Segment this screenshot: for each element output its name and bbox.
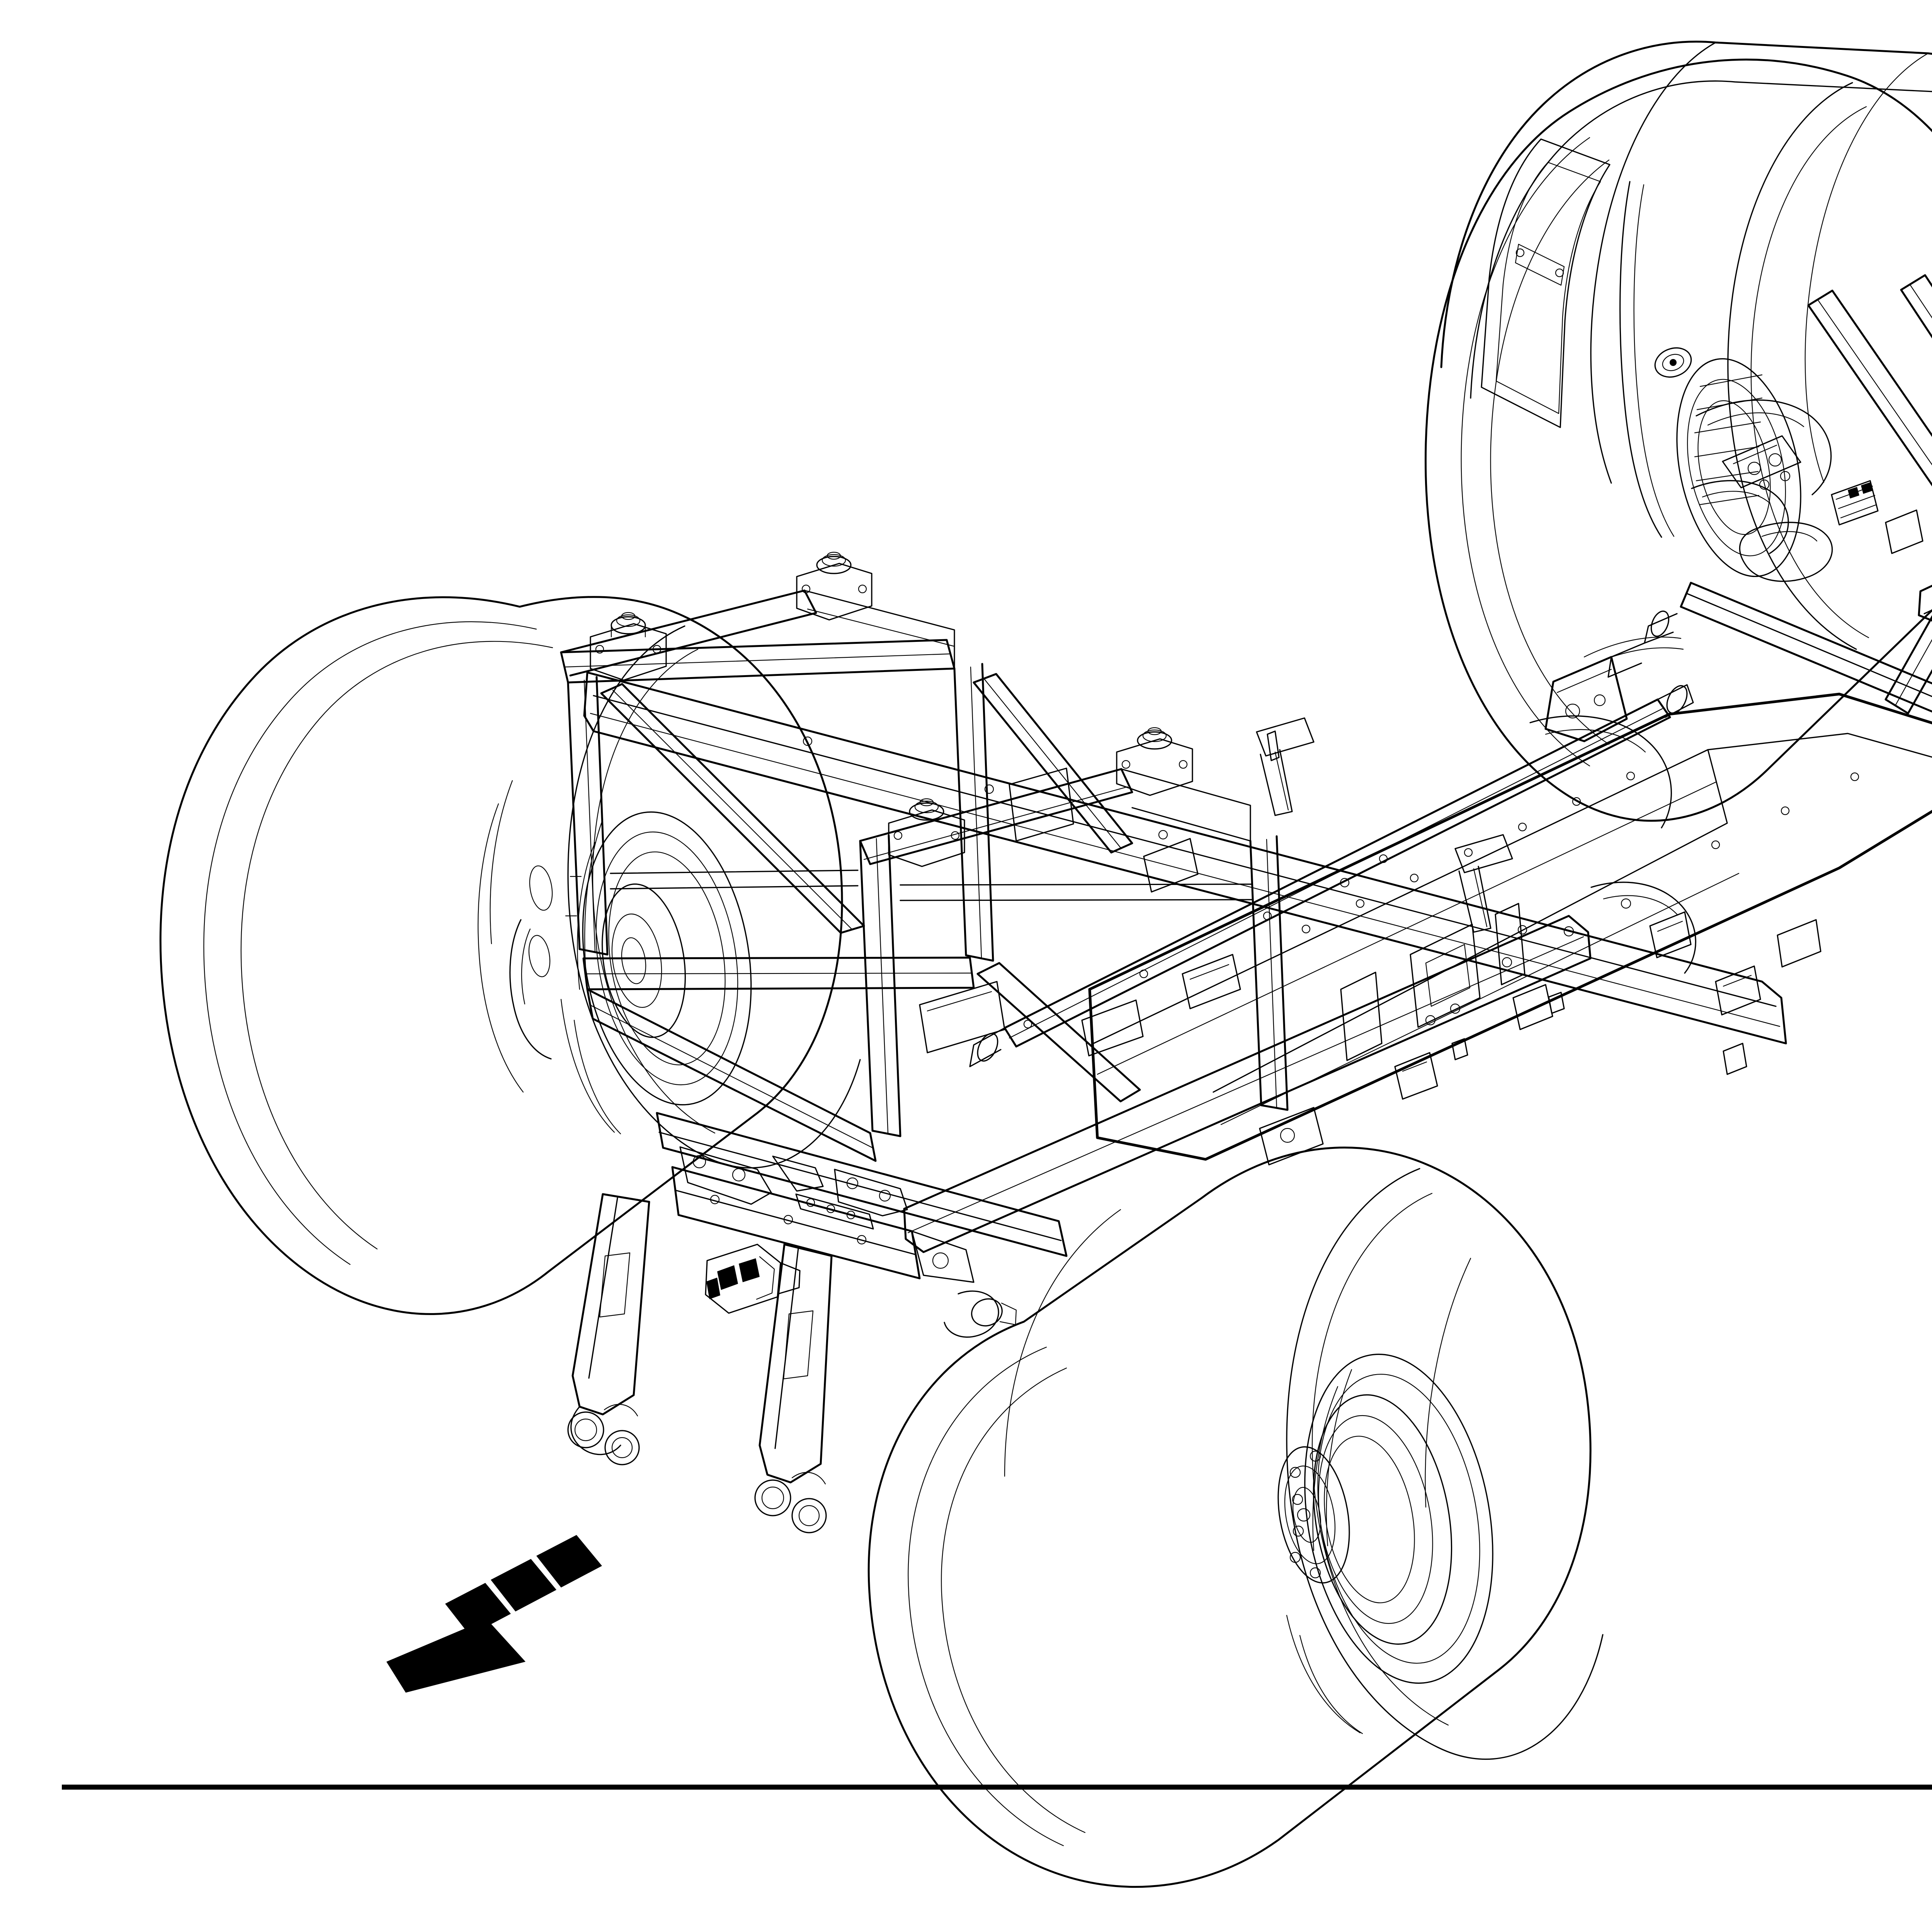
wheel-rear-left	[159, 596, 861, 1315]
rear-sub-frame	[560, 589, 1289, 1162]
frame-pedestal-right	[1454, 834, 1513, 933]
main-frame-rail-right	[1088, 693, 1932, 1161]
drive-shaft	[969, 684, 1694, 1067]
footer-rule	[62, 1785, 1932, 1790]
travel-direction-arrow	[386, 1535, 602, 1693]
part-number-label: 150 459 144 01	[368, 1760, 1932, 1779]
a-frame-link	[1807, 274, 1932, 715]
cab-mount-front-left	[796, 551, 872, 621]
wheel-front-left	[1425, 41, 1932, 822]
wheel-rear-right	[867, 1147, 1604, 1888]
cab-mount-rear-right	[888, 798, 965, 867]
cab-mount-front-right	[1116, 727, 1193, 796]
frame-detail-brackets	[1023, 636, 1859, 1166]
pto-shaft	[705, 1244, 801, 1314]
main-frame-assembly	[560, 551, 1932, 1257]
lower-link-left	[567, 1193, 650, 1465]
fender-front-left	[1440, 41, 1932, 538]
rear-hitch-assembly	[567, 1146, 1017, 1533]
steering-cylinder	[1544, 582, 1932, 742]
frame-pedestal-left	[1256, 717, 1315, 816]
main-frame-rail-left	[583, 671, 1787, 1045]
front-axle-suspension	[1544, 274, 1932, 742]
lower-link-right	[754, 1243, 833, 1533]
cab-mount-rear-left	[590, 612, 667, 681]
hydraulic-valve-block	[1831, 480, 1879, 526]
